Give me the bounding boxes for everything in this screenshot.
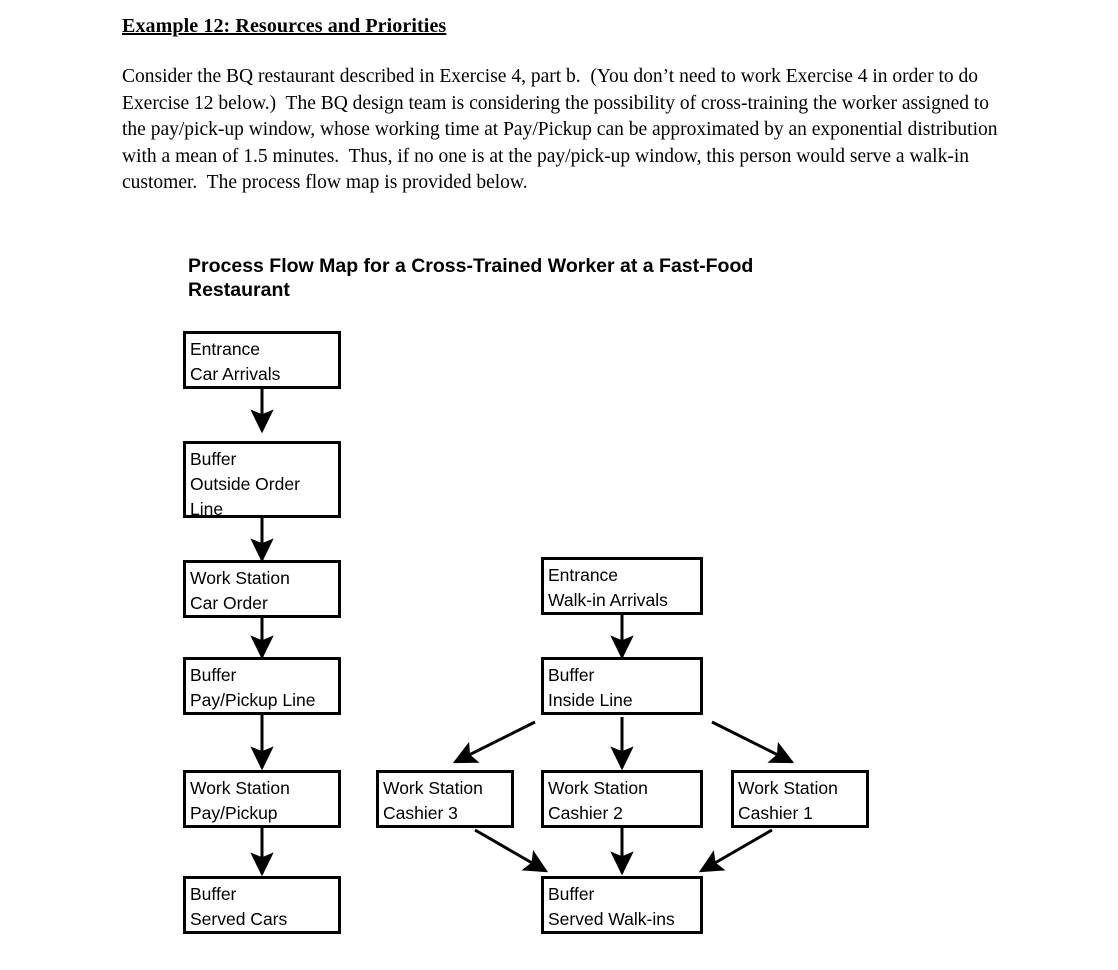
node-line: Work Station bbox=[383, 778, 483, 798]
node-buffer-served-cars[interactable]: Buffer Served Cars bbox=[183, 876, 341, 934]
node-buffer-outside-order-line[interactable]: Buffer Outside Order Line bbox=[183, 441, 341, 518]
node-line: Cashier 2 bbox=[548, 803, 623, 823]
node-line: Work Station bbox=[190, 568, 290, 588]
node-line: Work Station bbox=[190, 778, 290, 798]
node-line: Entrance bbox=[548, 565, 619, 585]
node-work-station-car-order[interactable]: Work Station Car Order bbox=[183, 560, 341, 618]
diagram-title: Process Flow Map for a Cross-Trained Wor… bbox=[188, 255, 754, 301]
node-buffer-served-walk-ins[interactable]: Buffer Served Walk-ins bbox=[541, 876, 703, 934]
node-line: Car Order bbox=[190, 593, 268, 613]
node-line: Work Station bbox=[738, 778, 838, 798]
node-line: Car Arrivals bbox=[190, 364, 281, 384]
edge-work-station-cashier-1-to-buffer-served-walk-ins bbox=[698, 828, 773, 873]
page-title: Example 12: Resources and Priorities bbox=[122, 15, 447, 37]
node-line: Served Walk-ins bbox=[548, 909, 675, 929]
node-line: Buffer bbox=[548, 884, 595, 904]
edge-buffer-inside-line-to-work-station-cashier-3 bbox=[452, 720, 536, 764]
document-text-block: Example 12: Resources and Priorities Con… bbox=[122, 14, 1002, 197]
node-line: Pay/Pickup bbox=[190, 803, 278, 823]
node-line: Walk-in Arrivals bbox=[548, 590, 668, 610]
node-line: Cashier 1 bbox=[738, 803, 813, 823]
node-buffer-pay-pickup-line[interactable]: Buffer Pay/Pickup Line bbox=[183, 657, 341, 715]
node-line: Buffer bbox=[548, 665, 595, 685]
node-entrance-car-arrivals[interactable]: Entrance Car Arrivals bbox=[183, 331, 341, 389]
node-entrance-walk-in-arrivals[interactable]: Entrance Walk-in Arrivals bbox=[541, 557, 703, 615]
node-line: Line bbox=[190, 499, 224, 518]
node-line: Served Cars bbox=[190, 909, 288, 929]
node-work-station-cashier-2[interactable]: Work Station Cashier 2 bbox=[541, 770, 703, 828]
document-paragraph: Consider the BQ restaurant described in … bbox=[122, 66, 1003, 193]
edge-buffer-inside-line-to-work-station-cashier-1 bbox=[711, 720, 795, 764]
node-work-station-pay-pickup[interactable]: Work Station Pay/Pickup bbox=[183, 770, 341, 828]
node-line: Outside Order bbox=[190, 474, 300, 494]
node-line: Pay/Pickup Line bbox=[190, 690, 316, 710]
node-line: Work Station bbox=[548, 778, 648, 798]
edge-work-station-cashier-3-to-buffer-served-walk-ins bbox=[474, 828, 549, 873]
node-buffer-inside-line[interactable]: Buffer Inside Line bbox=[541, 657, 703, 715]
node-line: Entrance bbox=[190, 339, 261, 359]
node-line: Inside Line bbox=[548, 690, 633, 710]
node-line: Cashier 3 bbox=[383, 803, 458, 823]
node-line: Buffer bbox=[190, 449, 237, 469]
node-work-station-cashier-3[interactable]: Work Station Cashier 3 bbox=[376, 770, 514, 828]
node-line: Buffer bbox=[190, 884, 237, 904]
node-line: Buffer bbox=[190, 665, 237, 685]
node-work-station-cashier-1[interactable]: Work Station Cashier 1 bbox=[731, 770, 869, 828]
